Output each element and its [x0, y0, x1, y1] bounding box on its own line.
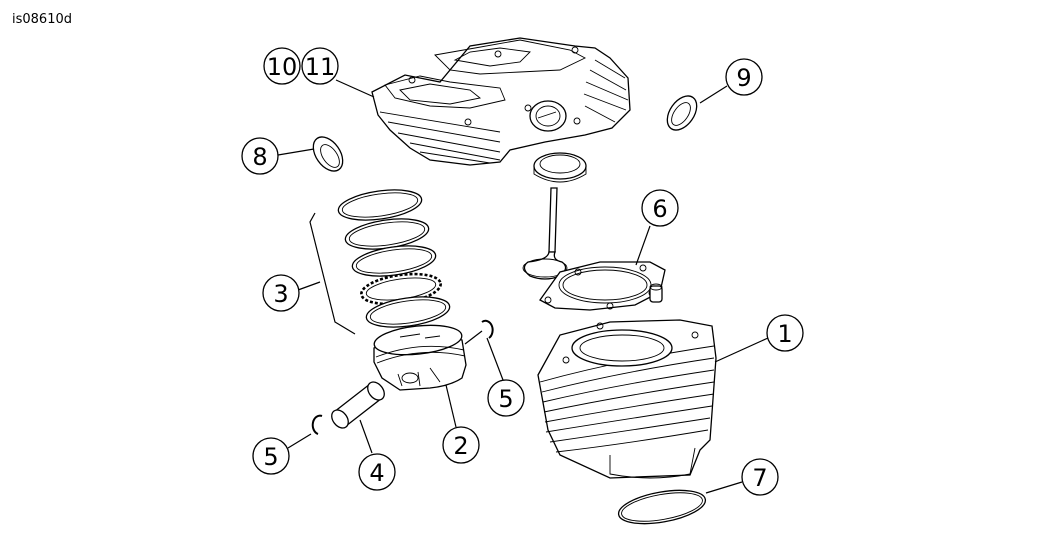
- cylinder: [537, 319, 717, 479]
- piston-rings: [337, 189, 451, 328]
- callout-2: 2: [442, 426, 480, 464]
- cylinder-head: [371, 37, 631, 166]
- piston: [373, 324, 467, 391]
- dowel-pin: [649, 283, 663, 303]
- callout-9: 9: [725, 58, 763, 96]
- head-gasket: [539, 261, 666, 311]
- callout-label: 3: [273, 280, 288, 308]
- callout-label: 2: [453, 432, 468, 460]
- piston-pin: [331, 381, 385, 429]
- callout-label: 11: [305, 53, 336, 81]
- callout-label: 10: [267, 53, 298, 81]
- callout-3: 3: [262, 274, 300, 312]
- callout-5-left: 5: [252, 437, 290, 475]
- valve-seat: [533, 152, 587, 183]
- callout-10: 10: [263, 47, 301, 85]
- callout-4: 4: [358, 453, 396, 491]
- rings-bracket: [309, 212, 356, 335]
- o-ring: [617, 489, 707, 525]
- callout-7: 7: [741, 458, 779, 496]
- callout-label: 7: [752, 464, 767, 492]
- callout-1: 1: [766, 314, 804, 352]
- valve: [522, 187, 568, 280]
- circlip-left: [311, 414, 323, 435]
- callout-label: 5: [263, 443, 278, 471]
- circlip-right: [481, 319, 494, 339]
- seal-left: [312, 136, 344, 172]
- callout-label: 5: [498, 385, 513, 413]
- seal-right: [666, 95, 698, 131]
- leader-lines: [277, 79, 769, 494]
- callout-label: 4: [369, 459, 384, 487]
- callout-5-right: 5: [487, 379, 525, 417]
- callout-6: 6: [641, 189, 679, 227]
- callout-11: 11: [301, 47, 339, 85]
- callout-label: 6: [652, 195, 667, 223]
- callout-label: 9: [736, 64, 751, 92]
- callout-label: 1: [777, 320, 792, 348]
- callout-label: 8: [252, 143, 267, 171]
- figure-id: is08610d: [12, 12, 72, 27]
- callout-8: 8: [241, 137, 279, 175]
